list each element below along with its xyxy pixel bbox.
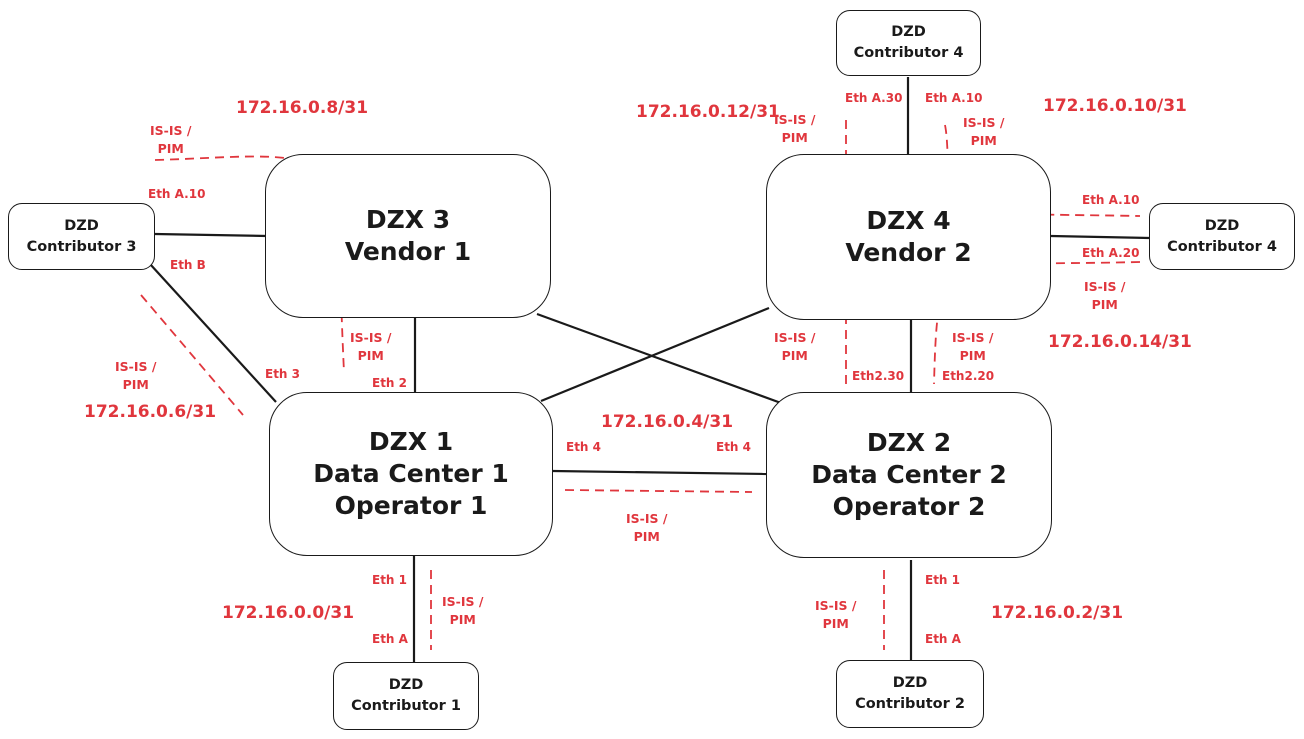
interface-label: Eth A.10: [925, 91, 983, 105]
interface-label: Eth 1: [372, 573, 408, 587]
link-dzx4-dzx1: [540, 306, 770, 403]
protocol-label: IS-IS / PIM: [626, 510, 667, 546]
protocol-label-line2: PIM: [157, 141, 184, 156]
subnet-label: 172.16.0.4/31: [601, 412, 734, 432]
node-contrib2[interactable]: DZD Contributor 2: [836, 660, 984, 728]
protocol-label-line2: PIM: [822, 616, 849, 631]
protocol-label-line1: IS-IS /: [626, 511, 668, 526]
protocol-label-line1: IS-IS /: [815, 598, 857, 613]
protocol-label-line2: PIM: [970, 133, 997, 148]
protocol-label-line2: PIM: [959, 348, 986, 363]
link-dzx4-contrib4right: [1050, 234, 1151, 240]
node-dzx1-line1: DZX 1: [368, 427, 454, 456]
node-dzx1[interactable]: DZX 1 Data Center 1 Operator 1: [269, 392, 553, 556]
interface-label: Eth A.10: [1082, 193, 1140, 207]
subnet-label: 172.16.0.10/31: [1043, 96, 1187, 116]
node-dzx1-line3: Operator 1: [334, 491, 488, 520]
node-dzx4-line1: DZX 4: [866, 206, 951, 235]
protocol-label: IS-IS / PIM: [815, 597, 856, 633]
node-contrib4-right-line2: Contributor 4: [1167, 238, 1277, 255]
interface-label: Eth A: [925, 632, 961, 646]
node-dzx1-line2: Data Center 1: [313, 459, 509, 488]
node-dzx2-line2: Data Center 2: [811, 460, 1007, 489]
protocol-label-line2: PIM: [781, 130, 808, 145]
node-dzx4[interactable]: DZX 4 Vendor 2: [766, 154, 1051, 320]
link-contrib3-dzx1: [149, 263, 277, 403]
node-contrib1-line2: Contributor 1: [351, 698, 461, 714]
interface-label: Eth 4: [566, 440, 602, 454]
interface-label: Eth 3: [265, 367, 301, 381]
link-dzx1-dzx2: [552, 469, 768, 476]
node-contrib1[interactable]: DZD Contributor 1: [333, 662, 479, 730]
isis-path-contrib3-dzx1: [140, 294, 244, 416]
node-contrib4-top-line1: DZD: [891, 24, 926, 40]
protocol-label: IS-IS / PIM: [952, 329, 993, 365]
protocol-label: IS-IS / PIM: [115, 358, 156, 394]
node-contrib4-right-line1: DZD: [1204, 217, 1240, 234]
protocol-label: IS-IS / PIM: [442, 593, 483, 629]
link-dzx3-dzx2: [536, 312, 782, 405]
node-contrib2-line2: Contributor 2: [855, 696, 965, 712]
protocol-label-line1: IS-IS /: [350, 330, 392, 345]
protocol-label-line2: PIM: [1091, 297, 1118, 312]
subnet-label: 172.16.0.0/31: [222, 603, 355, 623]
protocol-label: IS-IS / PIM: [350, 329, 391, 365]
interface-label: Eth A: [372, 632, 408, 646]
interface-label: Eth2.20: [942, 369, 995, 383]
node-contrib4-right[interactable]: DZD Contributor 4: [1149, 203, 1295, 270]
protocol-label: IS-IS / PIM: [774, 111, 815, 147]
node-dzx3[interactable]: DZX 3 Vendor 1: [265, 154, 551, 318]
subnet-label: 172.16.0.6/31: [84, 402, 217, 422]
subnet-label: 172.16.0.2/31: [991, 603, 1124, 623]
node-contrib3[interactable]: DZD Contributor 3: [8, 203, 155, 270]
interface-label: Eth B: [170, 258, 206, 272]
subnet-label: 172.16.0.12/31: [636, 102, 780, 122]
node-contrib2-line1: DZD: [892, 675, 928, 691]
interface-label: Eth 1: [925, 573, 961, 587]
protocol-label-line1: IS-IS /: [1084, 279, 1126, 294]
protocol-label: IS-IS / PIM: [963, 114, 1004, 150]
node-dzx3-line1: DZX 3: [365, 205, 451, 234]
subnet-label: 172.16.0.8/31: [236, 98, 369, 118]
node-contrib1-line1: DZD: [388, 677, 424, 693]
interface-label: Eth A.30: [845, 91, 903, 105]
protocol-label-line2: PIM: [357, 348, 384, 363]
protocol-label-line1: IS-IS /: [774, 330, 816, 345]
protocol-label-line1: IS-IS /: [442, 594, 484, 609]
protocol-label-line1: IS-IS /: [963, 115, 1005, 130]
protocol-label: IS-IS / PIM: [1084, 278, 1125, 314]
node-dzx2-line3: Operator 2: [832, 492, 986, 521]
node-dzx2[interactable]: DZX 2 Data Center 2 Operator 2: [766, 392, 1052, 558]
subnet-label: 172.16.0.14/31: [1048, 332, 1192, 352]
interface-label: Eth A.10: [148, 187, 206, 201]
protocol-label-line1: IS-IS /: [774, 112, 816, 127]
protocol-label-line1: IS-IS /: [952, 330, 994, 345]
protocol-label-line2: PIM: [122, 377, 149, 392]
protocol-label-line2: PIM: [449, 612, 476, 627]
link-contrib3-dzx3: [154, 232, 268, 238]
interface-label: Eth A.20: [1082, 246, 1140, 260]
node-contrib3-line1: DZD: [64, 217, 99, 234]
node-contrib3-line2: Contributor 3: [26, 238, 137, 255]
protocol-label: IS-IS / PIM: [150, 122, 191, 158]
node-contrib4-top[interactable]: DZD Contributor 4: [836, 10, 981, 76]
interface-label: Eth 2: [372, 376, 408, 390]
node-dzx3-line2: Vendor 1: [344, 237, 472, 266]
node-dzx2-line1: DZX 2: [866, 428, 952, 457]
interface-label: Eth2.30: [852, 369, 905, 383]
protocol-label-line2: PIM: [633, 529, 660, 544]
isis-path-contrib4right-dzx4: [944, 124, 1141, 217]
node-dzx4-line2: Vendor 2: [845, 238, 972, 267]
protocol-label-line1: IS-IS /: [150, 123, 192, 138]
isis-path-dzx1-dzx2: [564, 489, 753, 493]
protocol-label: IS-IS / PIM: [774, 329, 815, 365]
node-contrib4-top-line2: Contributor 4: [853, 45, 964, 61]
protocol-label-line1: IS-IS /: [115, 359, 157, 374]
protocol-label-line2: PIM: [781, 348, 808, 363]
isis-path-contrib4right-dzx2: [933, 261, 1141, 385]
interface-label: Eth 4: [716, 440, 752, 454]
